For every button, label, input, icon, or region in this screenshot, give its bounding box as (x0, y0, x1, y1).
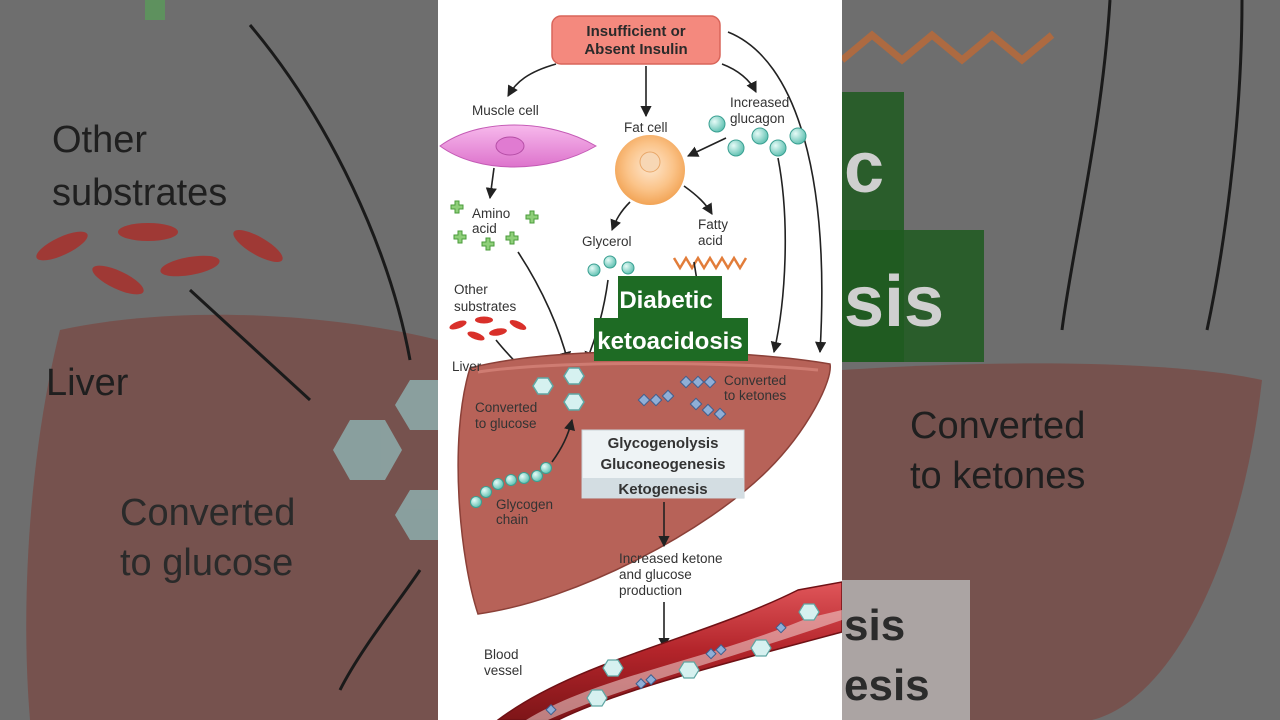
muscle-nucleus (495, 136, 525, 156)
glycogen-label-1: Glycogen (496, 497, 553, 512)
fatty-acid-label-2: acid (698, 233, 723, 248)
glycerol-molecules (587, 255, 635, 277)
process-box-blurred (842, 580, 970, 720)
glucagon-label-1: Increased (730, 95, 789, 110)
glycogen-chain-molecules (470, 462, 552, 508)
liver-label: Liver (452, 359, 482, 374)
glucose-molecules-blood (586, 603, 820, 707)
fat-arrows (610, 185, 713, 232)
rbc-blurred (36, 223, 283, 295)
muscle-cell-label: Muscle cell (472, 103, 539, 118)
converted-ketones-label-2: to ketones (724, 388, 787, 403)
process-blurred-2: esis (844, 661, 930, 710)
overlay-title-bg-1 (618, 276, 722, 320)
blood-vessel-label-1: Blood (484, 647, 519, 662)
converted-ketones-label-1: Converted (724, 373, 786, 388)
liver-shape-blurred (26, 314, 438, 720)
overlay-title-bg-2 (594, 318, 748, 361)
fatty-acid-molecule (672, 255, 748, 271)
converted-glucose-bg-2: to glucose (120, 542, 293, 584)
process-blurred-1: sis (844, 601, 905, 650)
insulin-label-1: Insufficient or (586, 23, 685, 40)
dka-diagram: Insufficient or Absent Insulin Muscle ce… (439, 15, 842, 720)
amino-blurred (145, 0, 165, 20)
insulin-label-2: Absent Insulin (584, 41, 687, 58)
production-label-2: and glucose (619, 567, 692, 582)
overlay-title-line2: ketoacidosis (597, 328, 742, 355)
glycogen-label-2: chain (496, 512, 528, 527)
converted-glucose-bg-1: Converted (120, 492, 295, 534)
liver-label-bg: Liver (46, 362, 129, 404)
process-ketogenesis: Ketogenesis (618, 481, 707, 498)
amino-acid-label-2: acid (472, 221, 497, 236)
rbc-molecules (449, 316, 527, 341)
glucose-blurred (333, 380, 438, 540)
fat-cell-label: Fat cell (624, 120, 668, 135)
blood-vessel-label-2: vessel (484, 663, 522, 678)
converted-ketones-bg-2: to ketones (910, 455, 1085, 497)
process-gluconeogenesis: Gluconeogenesis (600, 456, 725, 473)
background-right-blurred: c sis Converted to ketones sis esis (842, 0, 1280, 720)
glucagon-arrows (686, 137, 787, 354)
fatty-acid-label-1: Fatty (698, 217, 728, 232)
amino-arrow (517, 251, 571, 364)
diagram-panel: Insufficient or Absent Insulin Muscle ce… (438, 0, 842, 720)
ketone-molecules-blood (545, 622, 787, 716)
other-substrates-label-bg-1: Other (52, 119, 147, 161)
overlay-title-line1: Diabetic (619, 287, 712, 314)
arrows-blurred (188, 24, 422, 691)
overlay-blurred-bar-2 (842, 230, 984, 362)
blood-vessel (496, 581, 842, 720)
glucagon-label-2: glucagon (730, 111, 785, 126)
glycerol-label: Glycerol (582, 234, 632, 249)
process-glycogenolysis: Glycogenolysis (608, 435, 719, 452)
process-box-band (582, 478, 744, 498)
other-substrates-label-1: Other (454, 282, 488, 297)
background-left-blurred: Other substrates Liver Converted to gluc… (0, 0, 438, 720)
production-label-1: Increased ketone (619, 551, 723, 566)
converted-ketones-bg-1: Converted (910, 405, 1085, 447)
converted-glucose-label-2: to glucose (475, 416, 537, 431)
amino-acid-molecules (450, 200, 539, 251)
overlay-blurred-text-1: c (844, 128, 884, 208)
glycogen-arrow (551, 418, 575, 463)
glucose-molecules-liver (532, 367, 585, 411)
fat-nucleus (639, 151, 661, 173)
production-label-3: production (619, 583, 682, 598)
fatty-acid-blurred (842, 30, 1055, 65)
other-substrates-label-bg-2: substrates (52, 172, 227, 214)
other-substrates-label-2: substrates (454, 299, 517, 314)
arrows-blurred-right (1060, 0, 1244, 331)
overlay-blurred-text-2: sis (844, 262, 944, 342)
amino-acid-label-1: Amino (472, 206, 510, 221)
ketone-molecules-liver (637, 375, 727, 421)
muscle-arrow (485, 167, 497, 200)
insulin-box (551, 15, 721, 65)
glucagon-molecules (708, 115, 807, 157)
converted-glucose-label-1: Converted (475, 400, 537, 415)
